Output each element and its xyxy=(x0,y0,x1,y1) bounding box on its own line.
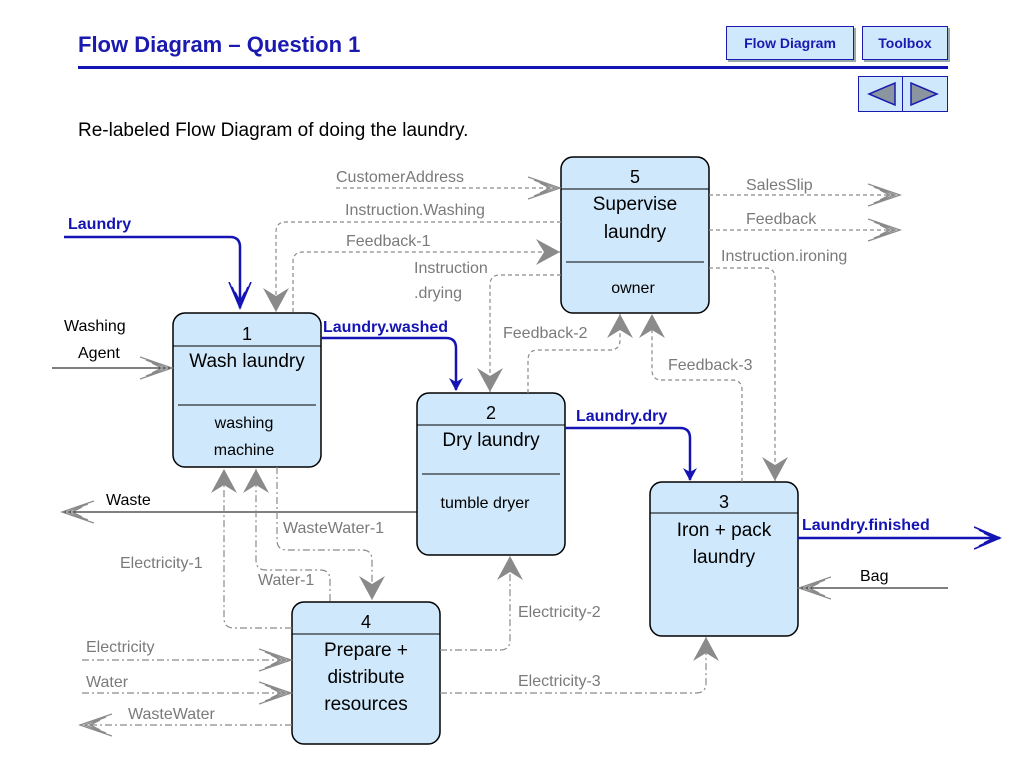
flow-electricity-3 xyxy=(440,637,719,694)
process-5-supervise-laundry: 5 Supervise laundry owner xyxy=(560,156,710,314)
label-feedback-1: Feedback-1 xyxy=(346,233,431,250)
process-4-prepare-distribute-resources: 4 Prepare + distribute resources xyxy=(291,601,441,745)
label-water-1: Water-1 xyxy=(258,572,314,589)
label-wastewater-1: WasteWater-1 xyxy=(283,520,384,537)
process-number: 4 xyxy=(361,612,371,632)
label-instruction-drying: Instruction xyxy=(414,260,488,277)
prev-next-controls xyxy=(858,76,948,112)
label-instruction-drying: .drying xyxy=(414,285,462,302)
next-button[interactable] xyxy=(903,77,947,111)
process-number: 1 xyxy=(242,324,252,344)
label-laundry: Laundry xyxy=(68,216,131,233)
process-actor: tumble dryer xyxy=(441,495,531,512)
label-instruction-ironing: Instruction.ironing xyxy=(721,248,847,265)
process-name: Dry laundry xyxy=(442,430,540,451)
label-wastewater: WasteWater xyxy=(128,706,216,723)
process-name: Wash laundry xyxy=(189,351,305,372)
process-number: 5 xyxy=(630,167,640,187)
process-actor: machine xyxy=(214,442,275,459)
label-feedback: Feedback xyxy=(746,211,817,228)
flow-laundry-washed xyxy=(321,336,463,391)
label-electricity-1: Electricity-1 xyxy=(120,555,203,572)
flow-water-1 xyxy=(243,469,331,601)
label-feedback-2: Feedback-2 xyxy=(503,325,588,342)
controls-divider xyxy=(902,77,903,111)
previous-button[interactable] xyxy=(859,77,903,111)
flow-feedback-2 xyxy=(527,314,633,393)
flow-electricity-2 xyxy=(440,556,523,651)
process-name: Prepare + xyxy=(324,640,408,661)
process-name: laundry xyxy=(604,222,667,243)
label-customer-address: CustomerAddress xyxy=(336,169,464,186)
flow-feedback-1 xyxy=(292,239,560,312)
next-arrow-icon xyxy=(910,81,939,107)
process-name: laundry xyxy=(693,547,756,568)
label-laundry-dry: Laundry.dry xyxy=(576,408,667,425)
label-sales-slip: SalesSlip xyxy=(746,177,813,194)
process-number: 3 xyxy=(719,492,729,512)
label-washing-agent: Washing xyxy=(64,318,126,335)
label-electricity-3: Electricity-3 xyxy=(518,673,601,690)
label-washing-agent: Agent xyxy=(78,345,120,362)
label-electricity: Electricity xyxy=(86,639,154,656)
process-actor: owner xyxy=(611,280,655,297)
label-laundry-washed: Laundry.washed xyxy=(323,319,448,336)
process-name: Iron + pack xyxy=(677,520,772,541)
process-1-wash-laundry: 1 Wash laundry washing machine xyxy=(172,312,322,468)
flow-instruction-washing xyxy=(263,221,561,312)
label-electricity-2: Electricity-2 xyxy=(518,604,601,621)
process-3-iron-pack-laundry: 3 Iron + pack laundry xyxy=(649,481,799,637)
process-2-dry-laundry: 2 Dry laundry tumble dryer xyxy=(416,392,566,556)
process-actor: washing xyxy=(214,415,274,432)
flow-laundry-dry xyxy=(565,426,697,481)
title-divider xyxy=(78,66,948,69)
flow-instruction-ironing xyxy=(709,267,788,481)
flow-instruction-drying xyxy=(477,274,561,392)
label-waste: Waste xyxy=(106,492,151,509)
previous-arrow-icon xyxy=(867,81,896,107)
process-name: resources xyxy=(324,694,407,715)
flow-diagram-button[interactable]: Flow Diagram xyxy=(726,26,854,60)
label-water: Water xyxy=(86,674,129,691)
process-number: 2 xyxy=(486,403,496,423)
label-laundry-finished: Laundry.finished xyxy=(802,517,930,534)
flow-electricity-1 xyxy=(211,469,292,629)
flow-laundry xyxy=(64,235,240,308)
diagram-caption: Re-labeled Flow Diagram of doing the lau… xyxy=(78,120,469,141)
label-instruction-washing: Instruction.Washing xyxy=(345,202,485,219)
label-bag: Bag xyxy=(860,568,888,585)
process-name: distribute xyxy=(327,667,404,688)
label-feedback-3: Feedback-3 xyxy=(668,357,753,374)
process-name: Supervise xyxy=(593,194,678,215)
toolbox-button[interactable]: Toolbox xyxy=(862,26,948,60)
page-title: Flow Diagram – Question 1 xyxy=(78,32,361,57)
flow-wastewater-1 xyxy=(276,467,385,600)
flow-feedback-3 xyxy=(639,314,743,482)
